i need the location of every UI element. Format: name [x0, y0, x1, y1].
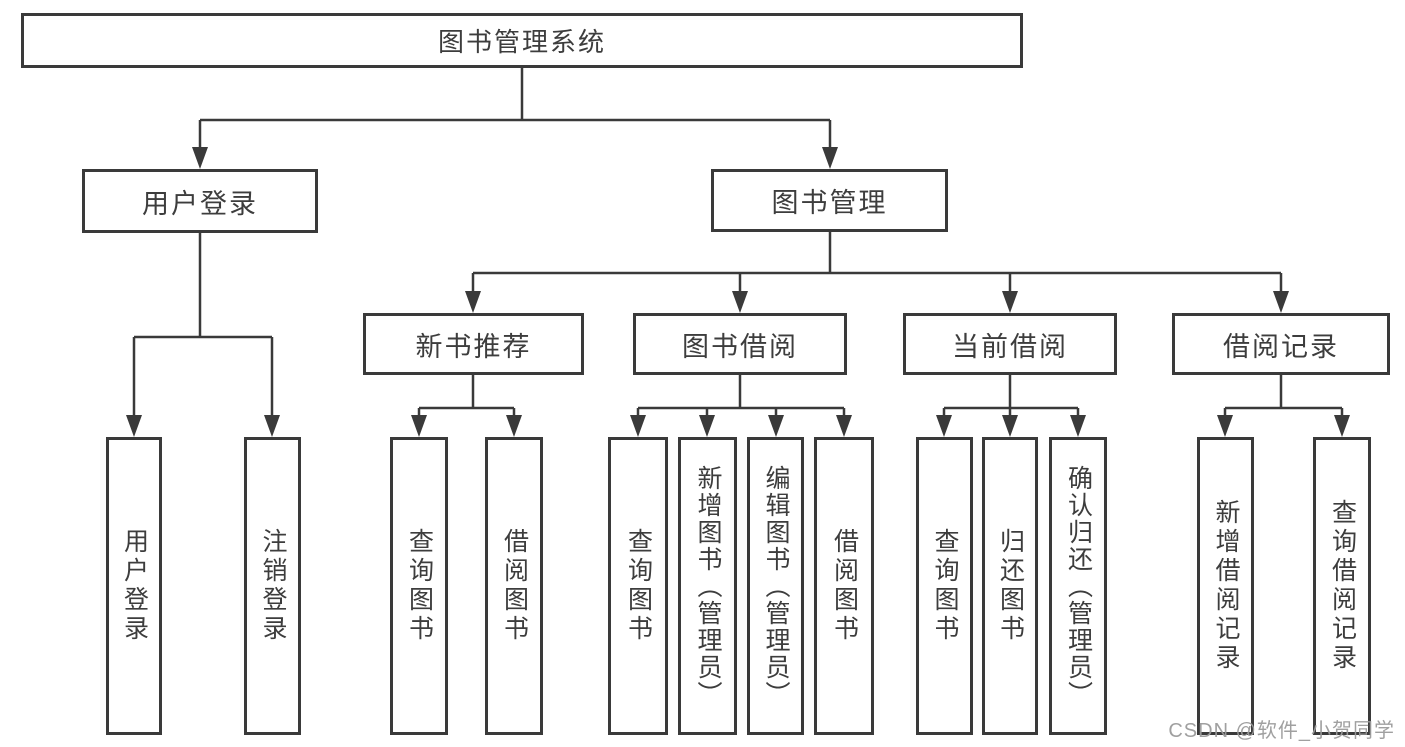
node-root: 图书管理系统	[21, 13, 1023, 68]
node-borrowing-records-label: 借阅记录	[1223, 331, 1339, 362]
arrowheads	[126, 147, 1350, 437]
leaf-query-borrow-record-label: 查询借阅记录	[1328, 499, 1357, 673]
leaf-user-login: 用户登录	[106, 437, 162, 735]
leaf-add-books-admin-label: 新增图书（管理员）	[694, 464, 722, 708]
leaf-newbook-borrow-books: 借阅图书	[485, 437, 543, 735]
leaf-query-borrow-record: 查询借阅记录	[1313, 437, 1371, 735]
leaf-newbook-borrow-books-label: 借阅图书	[500, 528, 529, 644]
leaf-add-borrow-record: 新增借阅记录	[1197, 437, 1254, 735]
leaf-borrow-query-books: 查询图书	[608, 437, 668, 735]
node-borrowing-records: 借阅记录	[1172, 313, 1390, 375]
leaf-current-query-books: 查询图书	[916, 437, 973, 735]
leaf-confirm-return-admin: 确认归还（管理员）	[1049, 437, 1107, 735]
leaf-edit-books-admin-label: 编辑图书（管理员）	[762, 464, 790, 708]
node-book-borrowing: 图书借阅	[633, 313, 847, 375]
node-new-book-recommend-label: 新书推荐	[415, 331, 532, 362]
leaf-newbook-query-books-label: 查询图书	[405, 528, 434, 644]
leaf-user-login-label: 用户登录	[120, 528, 149, 644]
leaf-add-borrow-record-label: 新增借阅记录	[1212, 499, 1240, 673]
node-current-borrowing: 当前借阅	[903, 313, 1117, 375]
leaf-borrow-query-books-label: 查询图书	[624, 528, 653, 644]
node-user-login: 用户登录	[82, 169, 318, 233]
leaf-logout: 注销登录	[244, 437, 301, 735]
node-book-borrowing-label: 图书借阅	[682, 331, 798, 362]
leaf-confirm-return-admin-label: 确认归还（管理员）	[1064, 464, 1093, 708]
leaf-edit-books-admin: 编辑图书（管理员）	[747, 437, 804, 735]
leaf-borrow-books-label: 借阅图书	[830, 528, 859, 644]
leaf-current-query-books-label: 查询图书	[931, 528, 959, 644]
leaf-return-books-label: 归还图书	[996, 528, 1025, 644]
leaf-return-books: 归还图书	[982, 437, 1038, 735]
leaf-newbook-query-books: 查询图书	[390, 437, 448, 735]
node-new-book-recommend: 新书推荐	[363, 313, 584, 375]
node-user-login-label: 用户登录	[142, 188, 258, 219]
node-current-borrowing-label: 当前借阅	[952, 331, 1068, 362]
node-book-management: 图书管理	[711, 169, 948, 232]
leaf-logout-label: 注销登录	[259, 528, 287, 644]
watermark: CSDN @软件_小贺同学	[1168, 720, 1395, 742]
node-root-label: 图书管理系统	[437, 27, 606, 57]
leaf-add-books-admin: 新增图书（管理员）	[678, 437, 737, 735]
leaf-borrow-books: 借阅图书	[814, 437, 874, 735]
node-book-management-label: 图书管理	[771, 188, 888, 218]
